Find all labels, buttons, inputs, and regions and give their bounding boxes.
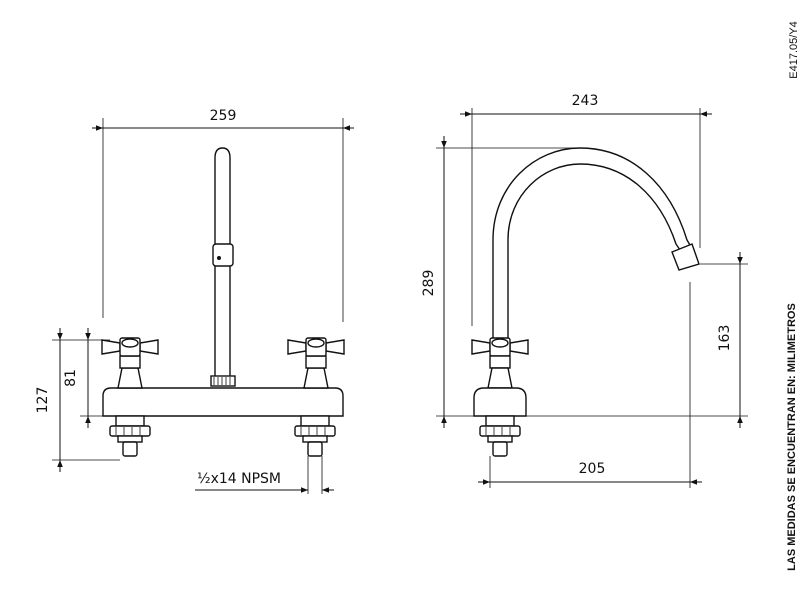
side-base bbox=[473, 387, 527, 417]
drawing-code: E417.05/Y4 bbox=[788, 21, 800, 79]
side-reach-label: 243 bbox=[572, 93, 599, 109]
left-cross-handle bbox=[101, 337, 159, 389]
front-base bbox=[102, 387, 344, 417]
thread-spec-label: ½x14 NPSM bbox=[197, 471, 281, 487]
side-depth-label: 205 bbox=[579, 461, 606, 477]
left-shank bbox=[109, 415, 151, 457]
side-cross-handle bbox=[471, 337, 529, 389]
side-clearance-label: 163 bbox=[717, 325, 733, 352]
front-handle-height-label: 81 bbox=[63, 369, 79, 387]
side-shank bbox=[479, 415, 521, 457]
side-view bbox=[436, 108, 748, 488]
spout-collar bbox=[212, 243, 234, 267]
front-view bbox=[52, 118, 354, 494]
right-cross-handle bbox=[287, 337, 345, 389]
units-note: LAS MEDIDAS SE ENCUENTRAN EN: MILIMETROS bbox=[786, 303, 798, 571]
side-aerator bbox=[671, 243, 700, 271]
side-gooseneck-spout bbox=[492, 147, 696, 346]
side-height-label: 289 bbox=[421, 270, 437, 297]
right-shank bbox=[294, 415, 336, 457]
front-width-label: 259 bbox=[210, 108, 237, 124]
front-total-height-label: 127 bbox=[35, 387, 51, 414]
